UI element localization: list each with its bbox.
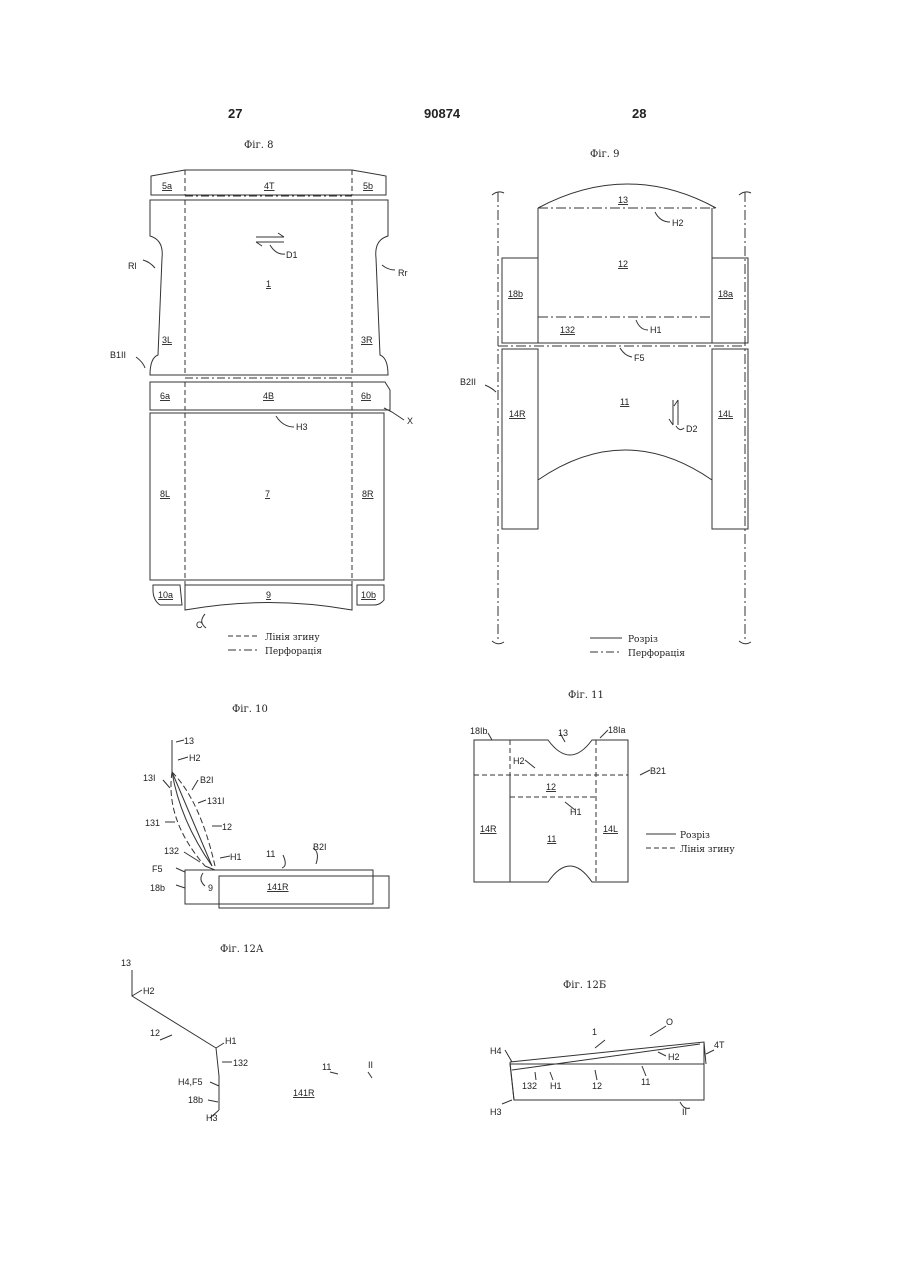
fig12b-drawing: [502, 1026, 714, 1108]
legend-fold-label: Лінія згину: [680, 845, 735, 855]
label-5b: 5b: [363, 181, 373, 191]
label-132: 132: [560, 325, 575, 335]
label-12: 12: [150, 1028, 160, 1038]
label-132: 132: [164, 846, 179, 856]
label-14R: 14R: [509, 409, 526, 419]
label-14L: 14L: [718, 409, 733, 419]
label-D1: D1: [286, 250, 298, 260]
fig12a-labels: 13 H2 12 H1 132 11 II H4,F5 141R 18b H3: [121, 958, 373, 1123]
label-18Ib: 18Ib: [470, 726, 488, 736]
label-12: 12: [618, 259, 628, 269]
label-B1II: B1II: [110, 350, 126, 360]
label-1: 1: [592, 1027, 597, 1037]
label-11: 11: [322, 1062, 331, 1072]
label-4T: 4T: [714, 1040, 725, 1050]
label-4B: 4B: [263, 391, 274, 401]
label-6b: 6b: [361, 391, 371, 401]
label-H3: H3: [296, 422, 308, 432]
fig8-labels: 5a 4T 5b D1 1 Rl Rr 3L 3R B1II 6a 4B 6b …: [110, 181, 413, 657]
label-18b: 18b: [508, 289, 523, 299]
label-11: 11: [547, 834, 556, 844]
label-14L: 14L: [603, 824, 618, 834]
label-11: 11: [641, 1077, 650, 1087]
label-F5: F5: [634, 353, 645, 363]
label-8R: 8R: [362, 489, 374, 499]
fig12b-labels: O 1 4T H4 H2 132 H1 12 11 H3 II: [490, 1017, 725, 1117]
label-H1: H1: [230, 852, 242, 862]
label-132: 132: [522, 1081, 537, 1091]
label-1: 1: [266, 279, 271, 289]
label-H2: H2: [513, 756, 525, 766]
fig10-drawing: [163, 740, 373, 904]
fig11-blank: [474, 730, 676, 882]
label-18Ia: 18Ia: [608, 725, 626, 735]
label-14R: 14R: [480, 824, 497, 834]
label-H1: H1: [550, 1081, 562, 1091]
label-132: 132: [233, 1058, 248, 1068]
label-H2: H2: [143, 986, 155, 996]
label-II: II: [368, 1060, 373, 1070]
label-18a: 18a: [718, 289, 733, 299]
label-B21: B21: [650, 766, 666, 776]
label-Rl: Rl: [128, 261, 137, 271]
label-141R: 141R: [293, 1088, 315, 1098]
label-H1: H1: [570, 807, 582, 817]
label-131I: 131I: [207, 796, 225, 806]
label-II: II: [682, 1107, 687, 1117]
label-3R: 3R: [361, 335, 373, 345]
label-6a: 6a: [160, 391, 170, 401]
label-H2: H2: [668, 1052, 680, 1062]
label-7: 7: [265, 489, 270, 499]
legend-perf-label: Перфорація: [265, 647, 322, 657]
label-12: 12: [592, 1081, 602, 1091]
label-18b: 18b: [188, 1095, 203, 1105]
label-H4-F5: H4,F5: [178, 1077, 203, 1087]
label-D2: D2: [686, 424, 698, 434]
label-9: 9: [266, 590, 271, 600]
legend-perf-label: Перфорація: [628, 649, 685, 659]
label-B2I: B2I: [313, 842, 327, 852]
fig8-blank: [136, 170, 404, 650]
label-11: 11: [620, 397, 629, 407]
label-H2: H2: [189, 753, 201, 763]
label-H3: H3: [490, 1107, 502, 1117]
label-141R: 141R: [267, 882, 289, 892]
legend-cut-label: Розріз: [628, 635, 658, 645]
label-11: 11: [266, 849, 275, 859]
fig9-labels: 13 H2 12 18b 18a 132 H1 F5 B2II 11 14R 1…: [460, 195, 733, 659]
label-8L: 8L: [160, 489, 170, 499]
label-18b: 18b: [150, 883, 165, 893]
label-3L: 3L: [162, 335, 172, 345]
label-12: 12: [546, 782, 556, 792]
label-H4: H4: [490, 1046, 502, 1056]
label-H3: H3: [206, 1113, 218, 1123]
label-13I: 13I: [143, 773, 156, 783]
label-X: X: [407, 416, 413, 426]
label-F5: F5: [152, 864, 163, 874]
label-H2: H2: [672, 218, 684, 228]
label-10b: 10b: [361, 590, 376, 600]
label-13: 13: [121, 958, 131, 968]
label-12: 12: [222, 822, 232, 832]
label-H1: H1: [650, 325, 662, 335]
label-131: 131: [145, 818, 160, 828]
label-5a: 5a: [162, 181, 172, 191]
legend-cut-label: Розріз: [680, 831, 710, 841]
label-B2I: B2I: [200, 775, 214, 785]
label-13: 13: [618, 195, 628, 205]
fig10-labels: 13 H2 13I B2I 131I 131 12 132 H1 11 B2I …: [143, 736, 327, 893]
label-10a: 10a: [158, 590, 173, 600]
label-4T: 4T: [264, 181, 275, 191]
label-H1: H1: [225, 1036, 237, 1046]
label-13: 13: [558, 728, 568, 738]
legend-fold-label: Лінія згину: [265, 633, 320, 643]
label-13: 13: [184, 736, 194, 746]
label-B2II: B2II: [460, 377, 476, 387]
fig12a-drawing: [132, 876, 389, 1118]
label-Rr: Rr: [398, 268, 408, 278]
label-9: 9: [208, 883, 213, 893]
label-C: C: [196, 620, 203, 630]
label-O: O: [666, 1017, 673, 1027]
